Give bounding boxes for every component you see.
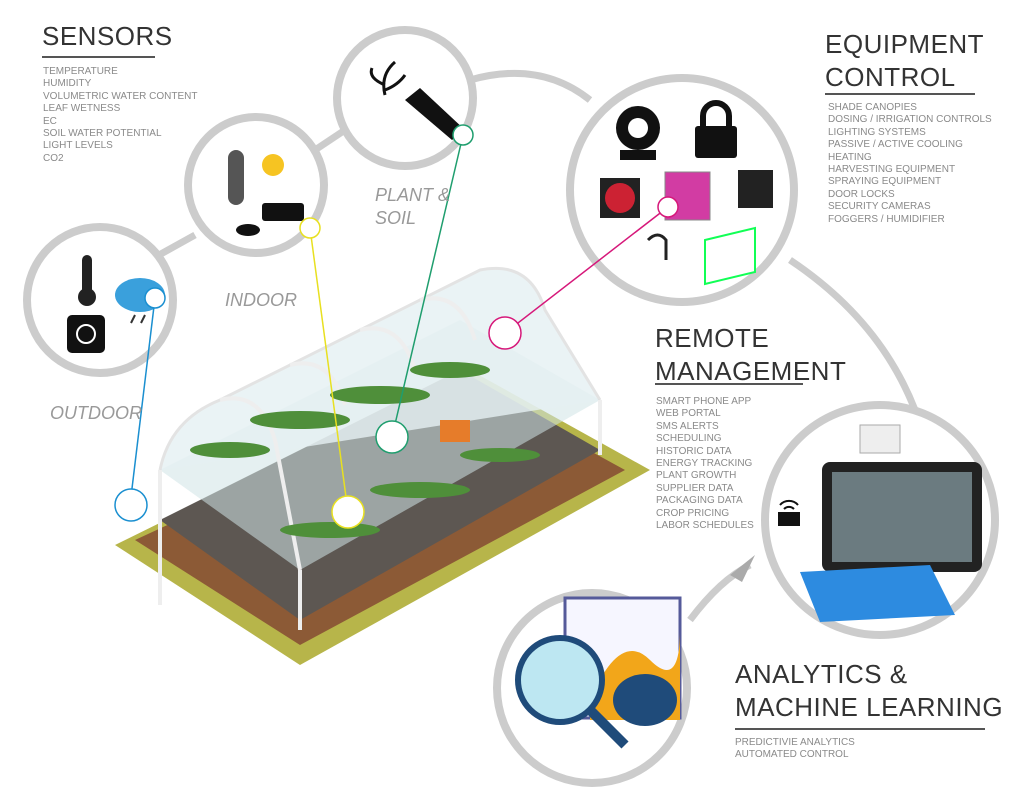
- connector-indoor-plant: [313, 127, 347, 153]
- remote-list-item: CROP PRICING: [656, 507, 730, 519]
- analytics-divider: [735, 728, 985, 730]
- remote-list-item: LABOR SCHEDULES: [656, 520, 754, 532]
- equipment-list-item: PASSIVE / ACTIVE COOLING: [828, 139, 963, 151]
- camera-icon: [616, 106, 660, 160]
- equipment-list-item: LIGHTING SYSTEMS: [828, 126, 926, 138]
- sensors-divider: [42, 56, 155, 58]
- outdoor-sensor-ring: [23, 223, 177, 377]
- analytics-list-item: PREDICTIVIE ANALYTICS: [735, 737, 855, 748]
- arrow-head-icon: [730, 555, 755, 582]
- brain-icon: [613, 674, 677, 726]
- equipment-list-item: SHADE CANOPIES: [828, 102, 917, 113]
- equipment-list-item: HEATING: [828, 151, 872, 163]
- indoor-sensor-device-icon: [236, 203, 304, 236]
- equipment-list-item: FOGGERS / HUMIDIFIER: [828, 213, 945, 225]
- remote-list-item: SMS ALERTS: [656, 420, 719, 432]
- sensors-list-item: HUMIDITY: [43, 78, 92, 90]
- equipment-title-line2: CONTROL: [825, 62, 956, 92]
- vent-window-icon: [704, 226, 756, 286]
- equipment-divider: [825, 93, 975, 95]
- sun-icon: [67, 315, 105, 353]
- phone-icon: [800, 565, 955, 622]
- equipment-list-item: DOSING / IRRIGATION CONTROLS: [828, 114, 992, 126]
- greenhouse-illustration: [115, 266, 650, 665]
- outdoor-callout-marker: [114, 488, 148, 522]
- connector-plant-equipment: [469, 69, 593, 103]
- sensors-list-item: SOIL WATER POTENTIAL: [43, 128, 162, 140]
- plant-callout-line: [391, 134, 464, 438]
- remote-list-item: SUPPLIER DATA: [656, 482, 734, 494]
- remote-list-item: WEB PORTAL: [656, 408, 721, 420]
- fan-icon: [600, 178, 640, 218]
- equipment-callout-marker: [488, 316, 522, 350]
- sensors-title: SENSORS: [42, 21, 173, 51]
- remote-list-item: SCHEDULING: [656, 433, 722, 445]
- remote-title-line2: MANAGEMENT: [655, 356, 847, 386]
- remote-list-item: PLANT GROWTH: [656, 470, 737, 482]
- thermometer-icon: [78, 255, 96, 306]
- equipment-list-item: HARVESTING EQUIPMENT: [828, 164, 956, 176]
- plant-soil-sensor-ring: [333, 26, 477, 170]
- analytics-list-item: AUTOMATED CONTROL: [735, 749, 849, 761]
- heater-icon: [738, 170, 773, 208]
- analytics-title-line2: MACHINE LEARNING: [735, 692, 1004, 722]
- remote-list-item: PACKAGING DATA: [656, 495, 743, 507]
- equipment-list-item: SPRAYING EQUIPMENT: [828, 176, 942, 188]
- sensors-list-item: VOLUMETRIC WATER CONTENT: [43, 90, 198, 102]
- tablet-icon: [822, 462, 982, 572]
- soil-probe-icon: [405, 88, 465, 140]
- plant-callout-marker: [375, 420, 409, 454]
- wifi-router-icon: [778, 499, 800, 526]
- indoor-thermometer-icon: [228, 150, 284, 205]
- equipment-title-line1: EQUIPMENT: [825, 29, 985, 59]
- sensors-list-item: TEMPERATURE: [43, 66, 118, 77]
- outdoor-label: OUTDOOR: [50, 403, 142, 423]
- remote-list-item: HISTORIC DATA: [656, 445, 732, 457]
- analytics-title-line1: ANALYTICS &: [735, 659, 908, 689]
- plant-soil-label-line1: PLANT &: [375, 185, 451, 205]
- remote-divider: [655, 383, 803, 385]
- magnifier-icon: [515, 635, 629, 749]
- plant-sprout-icon: [369, 60, 407, 96]
- controller-box-icon: [859, 424, 901, 454]
- remote-list-item: SMART PHONE APP: [656, 396, 752, 407]
- indoor-callout-marker: [331, 495, 365, 529]
- analytics-title: ANALYTICS &MACHINE LEARNING: [735, 658, 1003, 724]
- sensors-list-item: LEAF WETNESS: [43, 103, 121, 115]
- indoor-label: INDOOR: [225, 290, 297, 310]
- equipment-list-item: DOOR LOCKS: [828, 188, 895, 200]
- sprayer-icon: [646, 233, 668, 260]
- remote-title-line1: REMOTE: [655, 323, 770, 353]
- indoor-callout-line: [309, 227, 349, 513]
- plant-soil-label: PLANT & SOIL: [375, 184, 450, 230]
- sensors-list-item: CO2: [43, 152, 64, 164]
- equipment-list-item: SECURITY CAMERAS: [828, 201, 931, 213]
- plant-soil-label-line2: SOIL: [375, 208, 417, 228]
- sensors-list-item: EC: [43, 115, 57, 127]
- sensors-list-item: LIGHT LEVELS: [43, 140, 113, 152]
- connector-equipment-remote: [788, 257, 919, 412]
- remote-list-item: ENERGY TRACKING: [656, 458, 753, 470]
- equipment-callout-line: [504, 206, 669, 334]
- lock-icon: [695, 100, 737, 158]
- outdoor-callout-line: [129, 297, 156, 506]
